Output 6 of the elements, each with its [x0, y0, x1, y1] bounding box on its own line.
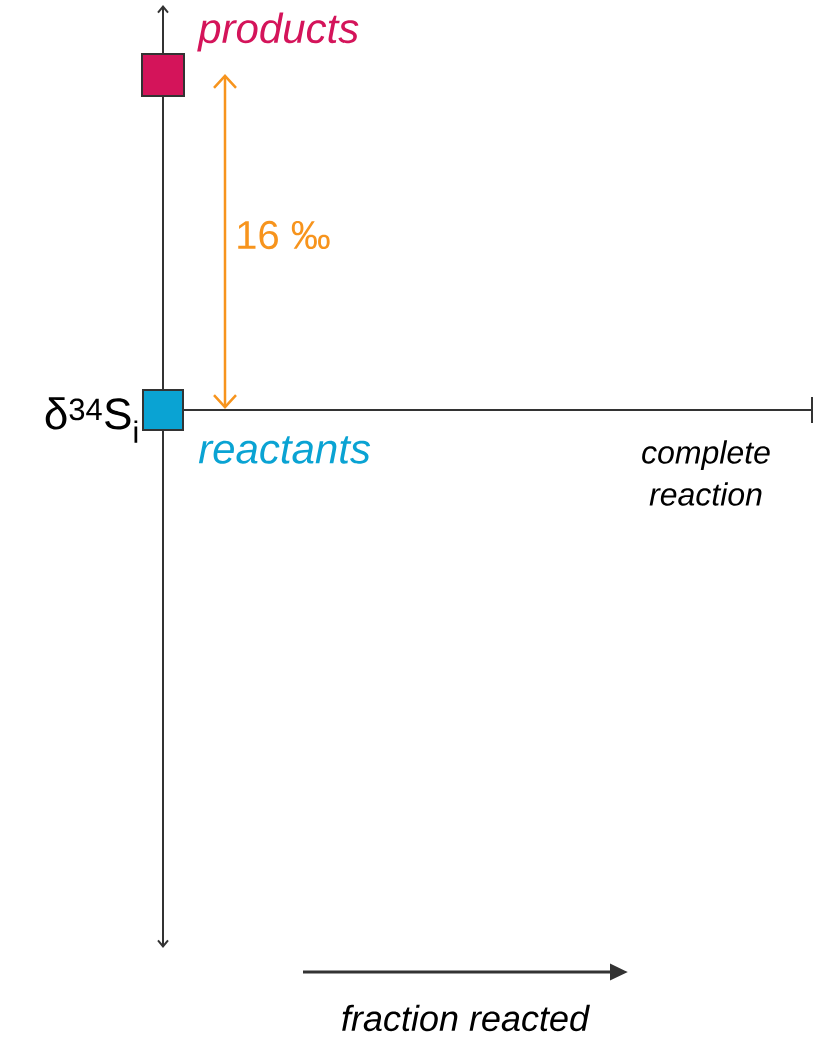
- axis-value-label: δ$^{34}$S$_{i}$: [45, 397, 138, 443]
- point-label: reactants: [198, 436, 371, 464]
- axis-end-label: complete reaction: [642, 440, 770, 506]
- point-label: products: [197, 12, 359, 52]
- measure-label: 16 ‰: [238, 220, 330, 250]
- axis-title: fraction reacted: [342, 1004, 590, 1032]
